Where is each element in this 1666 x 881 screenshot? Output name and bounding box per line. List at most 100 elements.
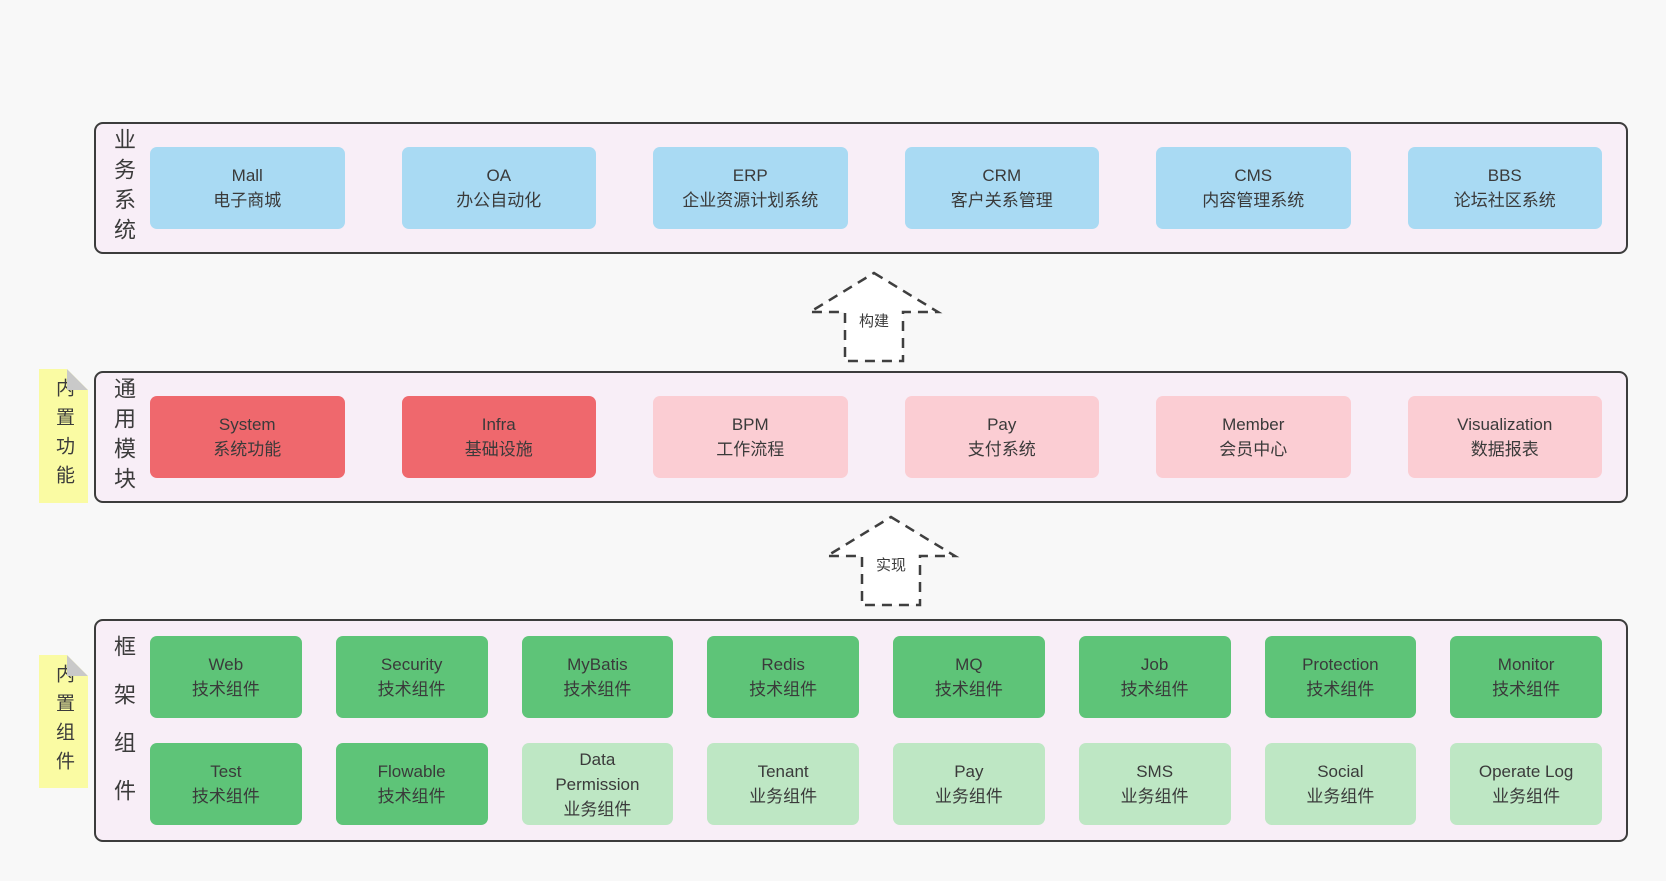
node-name: BPM (731, 415, 769, 434)
node-subtitle: 系统功能 (213, 440, 282, 459)
node-crm: CRM 客户关系管理 (904, 147, 1099, 229)
node-subtitle: 论坛社区系统 (1453, 191, 1556, 210)
folded-corner-icon (67, 655, 88, 676)
node-name: Job (1140, 655, 1169, 674)
up-block-arrow-icon (805, 271, 943, 363)
section-label-text: 框架组件 (111, 634, 136, 827)
node-operate-log: Operate Log 业务组件 (1450, 743, 1602, 825)
node-subtitle: 企业资源计划系统 (682, 191, 819, 210)
common-modules-section: 通用模块 System 系统功能 Infra 基础设施 BPM 工作流程 Pay… (94, 371, 1628, 503)
node-pay-component: Pay 业务组件 (893, 743, 1045, 825)
node-name: Operate Log (1478, 762, 1574, 781)
implement-arrow-label: 实现 (875, 557, 906, 574)
node-name: Visualization (1457, 415, 1553, 434)
node-subtitle: 工作流程 (716, 440, 785, 459)
node-oa: OA 办公自动化 (401, 147, 596, 229)
node-name: System (218, 415, 276, 434)
framework-components-row-1: Web 技术组件 Security 技术组件 MyBatis 技术组件 Redi… (150, 636, 1602, 718)
node-name: Data Permission (555, 749, 640, 794)
node-subtitle: 技术组件 (1492, 680, 1561, 699)
node-subtitle: 技术组件 (563, 680, 632, 699)
node-subtitle: 电子商城 (213, 191, 282, 210)
node-tenant: Tenant 业务组件 (707, 743, 859, 825)
node-subtitle: 基础设施 (464, 440, 533, 459)
node-subtitle: 会员中心 (1219, 440, 1288, 459)
up-block-arrow-icon (822, 515, 960, 607)
node-cms: CMS 内容管理系统 (1156, 147, 1351, 229)
node-name: Tenant (757, 762, 809, 781)
node-social: Social 业务组件 (1264, 743, 1417, 825)
node-subtitle: 技术组件 (191, 787, 260, 806)
node-subtitle: 技术组件 (191, 680, 260, 699)
node-name: SMS (1136, 762, 1174, 781)
node-subtitle: 业务组件 (934, 787, 1003, 806)
node-name: Protection (1302, 655, 1379, 674)
build-arrow-label: 构建 (858, 313, 889, 330)
build-arrow: 构建 (800, 270, 948, 364)
node-name: Infra (481, 415, 516, 434)
node-subtitle: 技术组件 (377, 680, 446, 699)
node-subtitle: 客户关系管理 (950, 191, 1053, 210)
node-name: MQ (955, 655, 983, 674)
node-name: CRM (982, 166, 1022, 185)
business-systems-section: 业务系统 Mall 电子商城 OA 办公自动化 ERP 企业资源计划系统 CRM… (94, 122, 1628, 254)
node-subtitle: 业务组件 (1306, 787, 1375, 806)
node-name: Social (1317, 762, 1364, 781)
node-name: OA (486, 166, 512, 185)
node-name: Pay (954, 762, 984, 781)
node-bbs: BBS 论坛社区系统 (1407, 147, 1602, 229)
node-pay-module: Pay 支付系统 (904, 396, 1099, 478)
node-data-permission: Data Permission 业务组件 (521, 743, 674, 825)
implement-arrow: 实现 (817, 514, 965, 608)
node-mybatis: MyBatis 技术组件 (521, 636, 674, 718)
node-name: Test (210, 762, 242, 781)
node-name: Pay (987, 415, 1017, 434)
node-monitor: Monitor 技术组件 (1450, 636, 1602, 718)
common-modules-row: System 系统功能 Infra 基础设施 BPM 工作流程 Pay 支付系统… (150, 373, 1626, 501)
note-built-in-features: 内置功能 (39, 369, 88, 503)
node-name: ERP (732, 166, 768, 185)
node-name: Web (208, 655, 244, 674)
node-redis: Redis 技术组件 (707, 636, 859, 718)
business-systems-row: Mall 电子商城 OA 办公自动化 ERP 企业资源计划系统 CRM 客户关系… (150, 124, 1626, 252)
node-subtitle: 数据报表 (1470, 440, 1539, 459)
section-label-text: 业务系统 (111, 128, 136, 248)
node-subtitle: 内容管理系统 (1202, 191, 1305, 210)
node-mall: Mall 电子商城 (150, 147, 345, 229)
node-subtitle: 办公自动化 (456, 191, 542, 210)
node-mq: MQ 技术组件 (893, 636, 1045, 718)
node-test: Test 技术组件 (150, 743, 302, 825)
node-bpm: BPM 工作流程 (653, 396, 848, 478)
node-member: Member 会员中心 (1156, 396, 1351, 478)
node-subtitle: 业务组件 (1120, 787, 1189, 806)
node-erp: ERP 企业资源计划系统 (653, 147, 848, 229)
node-name: Member (1222, 415, 1285, 434)
note-built-in-components: 内置组件 (39, 655, 88, 788)
section-label-business: 业务系统 (96, 124, 150, 252)
node-name: Security (380, 655, 443, 674)
node-job: Job 技术组件 (1078, 636, 1231, 718)
framework-components-rows: Web 技术组件 Security 技术组件 MyBatis 技术组件 Redi… (150, 621, 1626, 840)
note-text: 内置组件 (53, 663, 74, 780)
node-subtitle: 技术组件 (934, 680, 1003, 699)
node-subtitle: 技术组件 (377, 787, 446, 806)
node-visualization: Visualization 数据报表 (1407, 396, 1602, 478)
node-subtitle: 技术组件 (1306, 680, 1375, 699)
node-subtitle: 技术组件 (1120, 680, 1189, 699)
node-name: CMS (1234, 166, 1273, 185)
node-subtitle: 技术组件 (749, 680, 818, 699)
framework-components-section: 框架组件 Web 技术组件 Security 技术组件 MyBatis 技术组件… (94, 619, 1628, 842)
node-subtitle: 业务组件 (1492, 787, 1561, 806)
node-name: Redis (761, 655, 805, 674)
node-infra: Infra 基础设施 (401, 396, 596, 478)
node-security: Security 技术组件 (335, 636, 488, 718)
section-label-modules: 通用模块 (96, 373, 150, 501)
node-name: BBS (1487, 166, 1522, 185)
node-protection: Protection 技术组件 (1264, 636, 1417, 718)
node-subtitle: 支付系统 (967, 440, 1036, 459)
node-name: Mall (231, 166, 263, 185)
node-system: System 系统功能 (150, 396, 345, 478)
framework-components-row-2: Test 技术组件 Flowable 技术组件 Data Permission … (150, 743, 1602, 825)
node-web: Web 技术组件 (150, 636, 302, 718)
folded-corner-icon (67, 369, 88, 390)
